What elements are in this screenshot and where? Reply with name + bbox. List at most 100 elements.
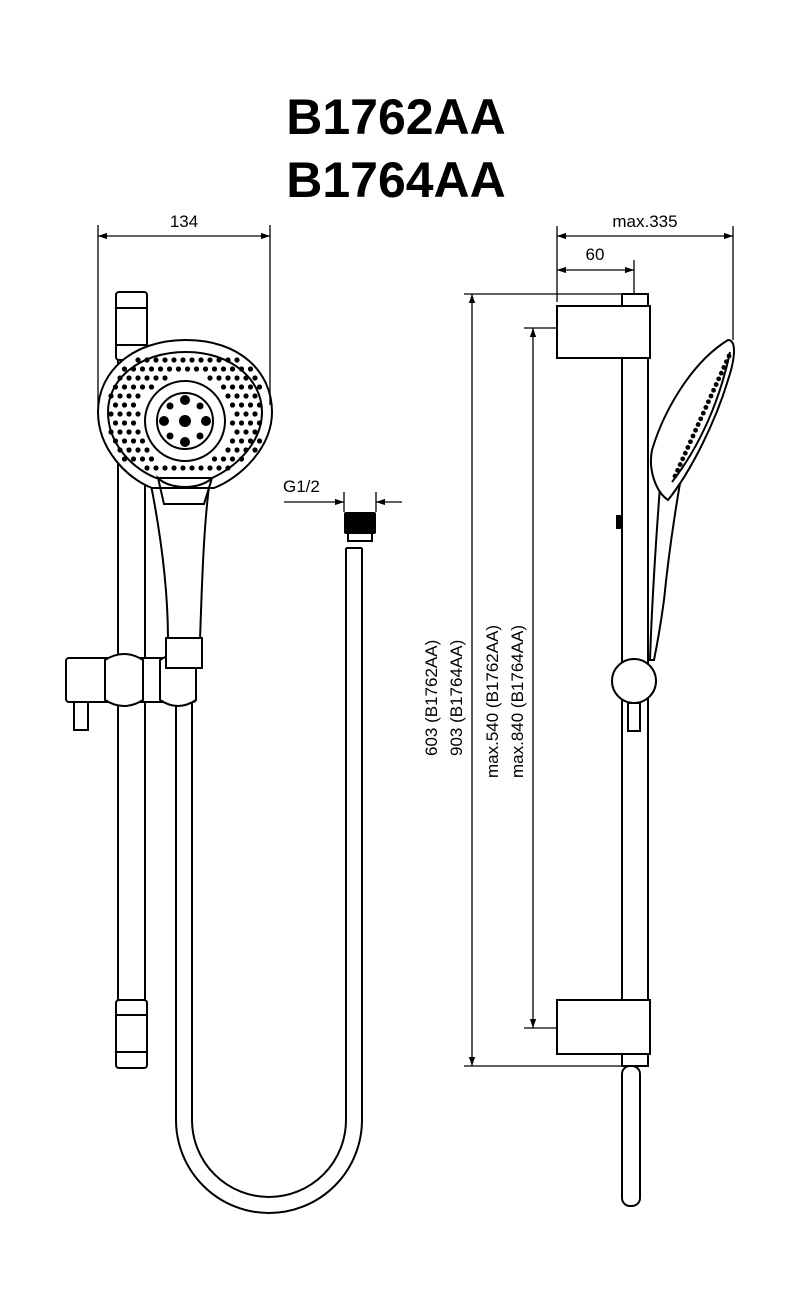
nozzle-dot <box>117 411 123 417</box>
side-nozzle-dot <box>718 370 724 376</box>
side-nozzle-dot <box>672 473 678 479</box>
nozzle-dot <box>198 357 204 363</box>
dim-wall-offset-label: 60 <box>586 245 605 264</box>
nozzle-dot <box>162 465 168 471</box>
nozzle-dot <box>198 465 204 471</box>
dim-slide-range-label-1: max.540 (B1762AA) <box>483 625 502 778</box>
dim-rail-length-label-1: 603 (B1762AA) <box>422 640 441 756</box>
nozzle-dot <box>189 357 195 363</box>
nozzle-dot <box>229 402 236 408</box>
nozzle-dot <box>126 429 132 435</box>
top-bracket-side <box>556 305 651 359</box>
nozzle-dot <box>112 384 119 390</box>
nozzle-dot <box>148 456 155 462</box>
nozzle-dot <box>229 420 236 426</box>
side-nozzle-dot <box>724 359 729 365</box>
nozzle-dot <box>243 393 249 399</box>
side-nozzle-dot <box>677 462 683 467</box>
side-nozzles <box>672 353 732 479</box>
nozzle-dot <box>139 456 146 462</box>
nozzle-dot <box>252 375 258 381</box>
nozzle-dot <box>252 411 258 417</box>
nozzle-dot <box>247 384 254 390</box>
nozzle-dot <box>216 357 222 363</box>
dim-connection-label: G1/2 <box>283 477 320 496</box>
spray-nozzles-inner <box>159 395 211 447</box>
dim-head-width-label: 134 <box>170 212 198 231</box>
nozzle-dot <box>144 375 150 381</box>
nozzle-dot <box>247 420 254 426</box>
nozzle-dot <box>112 438 119 444</box>
nozzle-dot <box>135 393 141 399</box>
bottom-bracket-side <box>556 999 651 1055</box>
nozzle-dot <box>130 438 137 444</box>
front-view: 134 G1/2 <box>65 212 402 1214</box>
nozzle-dot <box>193 366 200 372</box>
shower-hose <box>175 548 363 1214</box>
nozzle-dot <box>166 366 173 372</box>
nozzle-dot <box>238 456 245 462</box>
hose-nut <box>344 512 376 534</box>
nozzle-dot <box>247 438 254 444</box>
nozzle-dot <box>243 447 249 453</box>
nozzle-dot <box>130 420 137 426</box>
nozzle-dot <box>180 465 186 471</box>
side-nozzle-dot <box>695 422 701 427</box>
dim-max-projection: max.335 <box>556 212 734 340</box>
nozzle-dot <box>225 465 231 471</box>
nozzle-dot <box>234 429 240 435</box>
side-nozzle-dot <box>721 365 727 370</box>
nozzle-dot <box>220 456 227 462</box>
nozzle-dot <box>220 366 227 372</box>
side-nozzle-dot <box>685 445 691 450</box>
nozzle-dot <box>139 366 146 372</box>
nozzle-dot <box>247 366 254 372</box>
nozzle-dot <box>121 438 128 444</box>
side-nozzle-dot <box>713 382 719 387</box>
side-nozzle-dot <box>682 450 688 456</box>
nozzle-dot <box>162 375 168 381</box>
dim-slide-range: max.540 (B1762AA) max.840 (B1764AA) <box>483 327 557 1029</box>
nozzle-dot <box>148 366 155 372</box>
nozzle-dot <box>234 357 240 363</box>
side-nozzle-dot <box>700 410 706 416</box>
nozzle-dot <box>112 420 119 426</box>
nozzle-dot <box>207 375 213 381</box>
nozzle-dot <box>117 429 123 435</box>
nozzle-dot <box>162 357 168 363</box>
nozzle-dot <box>121 366 128 372</box>
side-nozzle-dot <box>716 376 722 382</box>
nozzle-dot <box>112 402 119 408</box>
nozzle-dot <box>121 384 128 390</box>
nozzle-dot <box>256 384 263 390</box>
nozzle-dot <box>220 384 227 390</box>
nozzle-dot <box>229 384 236 390</box>
nozzle-dot <box>135 447 141 453</box>
side-nozzle-dot <box>703 405 709 410</box>
nozzle-dot <box>126 375 132 381</box>
nozzle-dot <box>153 465 159 471</box>
side-view: max.335 60 603 (B1762AA) 903 (B1764AA) m… <box>422 212 735 1207</box>
nozzle-dot <box>243 429 249 435</box>
nozzle-dot <box>184 366 191 372</box>
nozzle-dot <box>175 366 182 372</box>
nozzle-dot <box>117 375 123 381</box>
nozzle-dot <box>229 456 236 462</box>
side-nozzle-dot <box>688 439 693 445</box>
nozzle-dot <box>207 357 213 363</box>
nozzle-dot <box>234 447 240 453</box>
nozzle-dot <box>202 366 209 372</box>
side-nozzle-dot <box>706 399 711 405</box>
nozzle-dot <box>135 411 141 417</box>
nozzle-dot <box>243 375 249 381</box>
nozzle-dot <box>130 456 137 462</box>
nozzle-dot <box>216 465 222 471</box>
nozzle-dot <box>126 411 132 417</box>
nozzle-dot <box>225 357 231 363</box>
nozzle-dot <box>121 456 128 462</box>
nozzle-dot <box>252 447 258 453</box>
nozzle-dot <box>126 393 132 399</box>
nozzle-dot <box>256 438 263 444</box>
nozzle-dot <box>189 465 195 471</box>
